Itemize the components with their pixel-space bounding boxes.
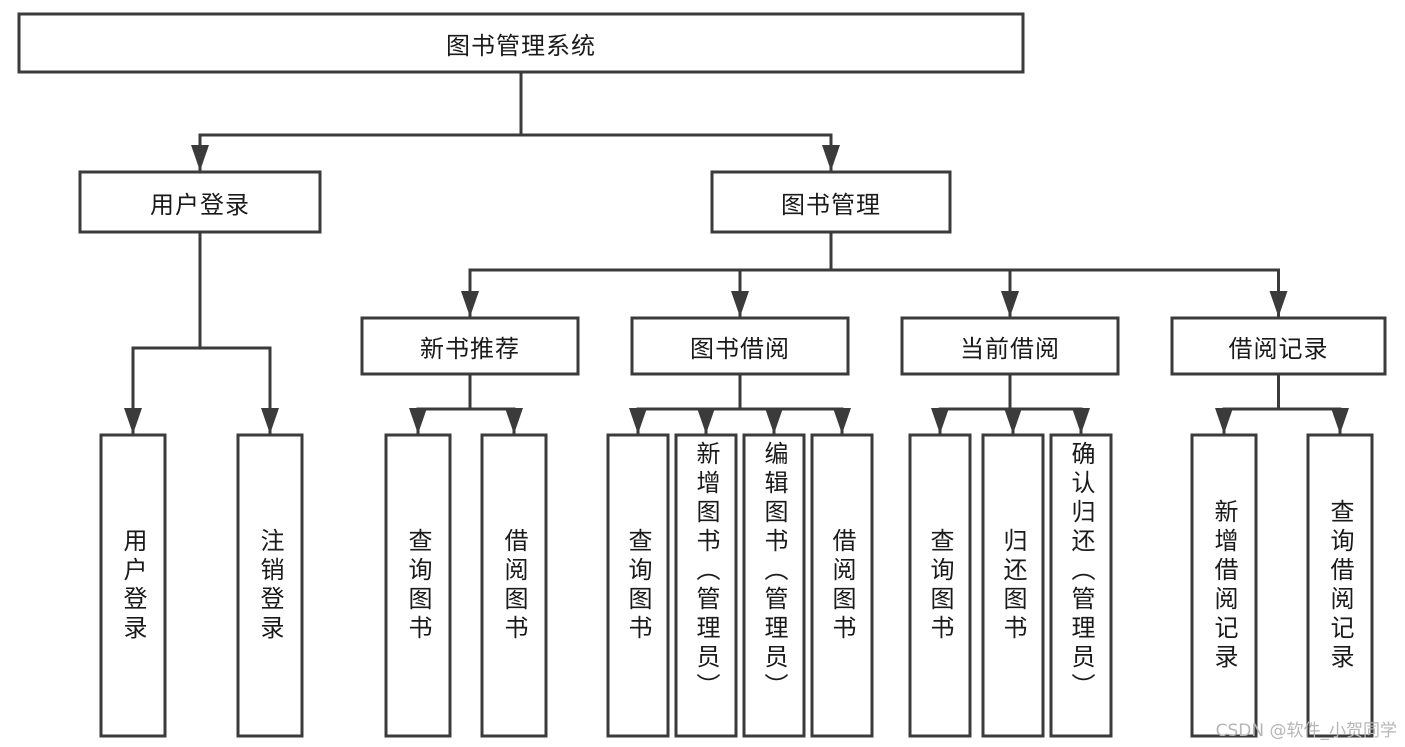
arrow-head-icon	[1072, 408, 1090, 434]
node-box-leaf-cur-return-book[interactable]	[981, 433, 1045, 738]
node-box-leaf-bor-borrow-book[interactable]	[810, 433, 874, 738]
node-box-book-manage[interactable]	[710, 170, 952, 234]
node-box-leaf-bor-edit-book[interactable]	[742, 433, 806, 738]
node-box-borrow-record[interactable]	[1170, 316, 1387, 376]
node-box-leaf-rec-query-record[interactable]	[1306, 433, 1374, 738]
node-box-leaf-bor-add-book[interactable]	[674, 433, 738, 738]
connector-layer	[124, 70, 1349, 435]
arrow-head-icon	[124, 408, 142, 434]
node-box-leaf-bor-query-book[interactable]	[606, 433, 670, 738]
node-box-layer	[17, 12, 1387, 738]
arrow-head-icon	[833, 408, 851, 434]
node-box-leaf-rec-borrow-book[interactable]	[480, 433, 548, 738]
arrow-head-icon	[629, 408, 647, 434]
node-box-leaf-cur-query-book[interactable]	[908, 433, 972, 738]
arrow-head-icon	[765, 408, 783, 434]
node-box-user-login[interactable]	[78, 170, 322, 234]
node-box-leaf-user-login[interactable]	[99, 433, 167, 738]
node-box-leaf-logout[interactable]	[236, 433, 304, 738]
arrow-head-icon	[1269, 291, 1288, 317]
arrow-head-icon	[461, 291, 479, 317]
arrow-head-icon	[731, 291, 749, 317]
node-box-book-borrow[interactable]	[630, 316, 850, 376]
arrow-head-icon	[1004, 408, 1022, 434]
arrow-head-icon	[1215, 408, 1233, 434]
arrow-head-icon	[1001, 291, 1019, 317]
arrow-head-icon	[697, 408, 715, 434]
arrow-head-icon	[261, 408, 279, 434]
node-box-leaf-rec-query-book[interactable]	[384, 433, 452, 738]
arrow-head-icon	[191, 145, 209, 171]
arrow-head-icon	[409, 408, 427, 434]
arrow-head-icon	[505, 408, 523, 434]
arrow-head-icon	[1331, 408, 1349, 434]
node-box-leaf-rec-add-record[interactable]	[1190, 433, 1258, 738]
node-box-leaf-cur-confirm-return[interactable]	[1049, 433, 1113, 738]
node-box-root[interactable]	[17, 12, 1025, 74]
arrow-head-icon	[822, 145, 840, 171]
node-box-current-borrow[interactable]	[900, 316, 1120, 376]
arrow-head-icon	[931, 408, 949, 434]
node-box-new-book-rec[interactable]	[360, 316, 580, 376]
